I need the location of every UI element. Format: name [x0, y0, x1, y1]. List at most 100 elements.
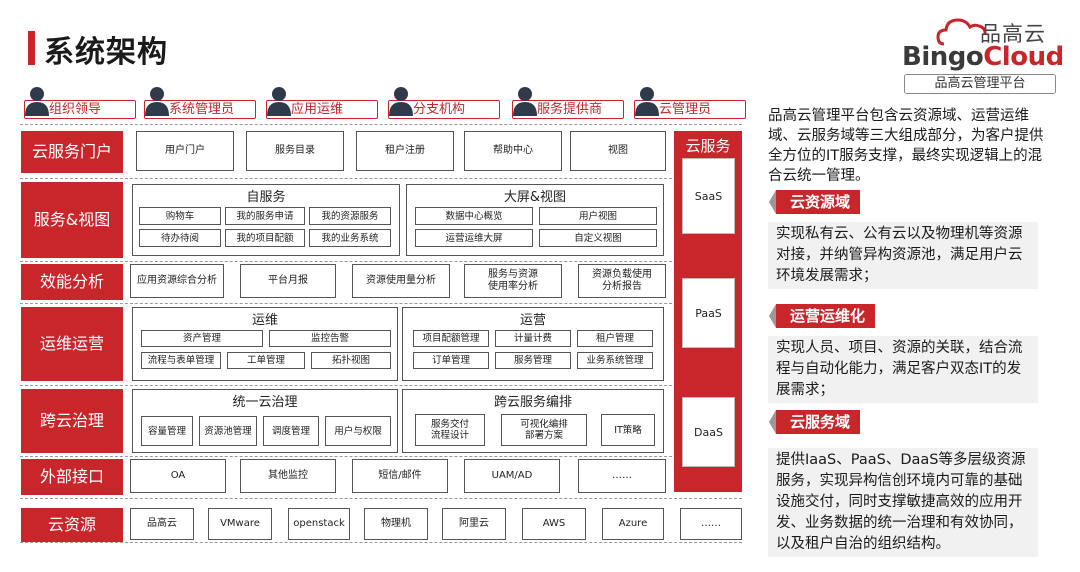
- cloud-icon: [936, 18, 987, 46]
- self-service-item: 我的业务系统: [309, 229, 391, 247]
- orchestration-item: IT策略: [601, 414, 655, 446]
- efficiency-item: 应用资源综合分析: [130, 264, 224, 298]
- efficiency-item: 资源使用量分析: [352, 264, 450, 298]
- interface-item: 其他监控: [240, 459, 336, 493]
- resource-item: 物理机: [364, 508, 428, 540]
- architecture-diagram: 云服务门户 用户门户 服务目录 租户注册 帮助中心 视图 服务&视图 自服务 购…: [18, 122, 744, 542]
- interface-item: OA: [130, 459, 226, 493]
- row-label: 外部接口: [21, 459, 123, 495]
- big-screen-item: 运营运维大屏: [415, 229, 533, 247]
- section-body: 提供IaaS、PaaS、DaaS等多层级资源服务，实现异构信创环境内可靠的基础设…: [768, 448, 1038, 557]
- portal-item: 视图: [570, 131, 666, 171]
- saas-box: SaaS: [682, 158, 735, 234]
- big-screen-group: 大屏&视图 数据中心概览 用户视图 运营运维大屏 自定义视图: [406, 184, 664, 256]
- group-title: 跨云服务编排: [493, 395, 572, 410]
- ops-item: 资产管理: [141, 330, 263, 347]
- resource-item: 阿里云: [442, 508, 506, 540]
- efficiency-item: 服务与资源 使用率分析: [464, 264, 562, 298]
- person-icon: [389, 87, 413, 116]
- orchestration-item: 服务交付 流程设计: [415, 414, 485, 446]
- ops-item: 流程与表单管理: [141, 352, 221, 369]
- operation-item: 计量计费: [495, 330, 571, 347]
- role-label: 云管理员: [659, 102, 712, 117]
- row-label: 服务&视图: [21, 182, 123, 258]
- daas-box: DaaS: [682, 397, 735, 467]
- resource-item: Azure: [602, 508, 664, 540]
- group-title: 统一云治理: [232, 395, 298, 410]
- efficiency-item: 资源负载使用 分析报告: [578, 264, 666, 298]
- row-label: 效能分析: [21, 264, 123, 300]
- person-icon: [513, 87, 537, 116]
- cloud-service-title: 云服务: [685, 137, 731, 155]
- governance-item: 调度管理: [263, 416, 319, 446]
- resource-item: openstack: [288, 508, 350, 540]
- governance-item: 资源池管理: [199, 416, 257, 446]
- intro-text: 品高云管理平台包含云资源域、运营运维域、云服务域等三大组成部分，为客户提供全方位…: [768, 108, 1044, 184]
- section-tag-cloud-resource: 云资源域: [768, 190, 861, 214]
- resource-item: VMware: [208, 508, 272, 540]
- portal-item: 租户注册: [356, 131, 454, 171]
- page-title: 系统架构: [44, 35, 168, 70]
- logo-subtitle: 品高云管理平台: [904, 74, 1056, 94]
- role-cloud-admin: 云管理员: [634, 100, 746, 119]
- row-label: 运维运营: [21, 307, 123, 381]
- bingocloud-logo: 品高云 BingoCloud 品高云管理平台: [900, 14, 1064, 96]
- resource-item: 品高云: [130, 508, 194, 540]
- logo-en-part2: Cloud: [983, 42, 1064, 72]
- unified-governance-group: 统一云治理 容量管理 资源池管理 调度管理 用户与权限: [132, 389, 398, 453]
- self-service-item: 待办待阅: [139, 229, 221, 247]
- group-title: 自服务: [246, 190, 286, 205]
- operation-item: 业务系统管理: [577, 352, 653, 369]
- section-tag-ops: 运营运维化: [768, 304, 876, 328]
- orchestration-item: 可视化编排 部署方案: [501, 414, 587, 446]
- row-label: 云服务门户: [21, 131, 123, 173]
- big-screen-item: 自定义视图: [539, 229, 657, 247]
- row-ops: 运维运营 运维 资产管理 监控告警 流程与表单管理 工单管理 拓扑视图 运营 项…: [18, 307, 668, 381]
- row-label: 云资源: [21, 508, 123, 542]
- self-service-item: 购物车: [139, 207, 221, 225]
- role-org-leader: 组织领导: [24, 100, 136, 119]
- section-tag-cloud-service: 云服务域: [768, 410, 861, 434]
- role-app-ops: 应用运维: [266, 100, 378, 119]
- person-icon: [635, 87, 659, 116]
- title-accent-bar: [28, 31, 35, 65]
- row-portal: 云服务门户 用户门户 服务目录 租户注册 帮助中心 视图: [18, 131, 668, 173]
- logo-en-text: BingoCloud: [902, 42, 1064, 72]
- separator: [20, 456, 742, 457]
- separator: [20, 542, 742, 543]
- operation-group: 运营 项目配额管理 计量计费 租户管理 订单管理 服务管理 业务系统管理: [402, 307, 664, 381]
- self-service-item: 我的项目配额: [225, 229, 305, 247]
- operation-item: 服务管理: [495, 352, 571, 369]
- separator: [20, 124, 742, 125]
- self-service-group: 自服务 购物车 我的服务申请 我的资源服务 待办待阅 我的项目配额 我的业务系统: [132, 184, 400, 256]
- efficiency-item: 平台月报: [240, 264, 336, 298]
- separator: [20, 498, 742, 499]
- ops-item: 拓扑视图: [311, 352, 391, 369]
- group-title: 大屏&视图: [503, 190, 567, 205]
- logo-en-part1: Bingo: [902, 42, 984, 72]
- resource-item: AWS: [522, 508, 586, 540]
- resource-item: ……: [680, 508, 742, 540]
- governance-item: 用户与权限: [325, 416, 391, 446]
- role-provider: 服务提供商: [512, 100, 624, 119]
- row-governance: 跨云治理 统一云治理 容量管理 资源池管理 调度管理 用户与权限 跨云服务编排 …: [18, 389, 668, 453]
- row-resources: 云资源 品高云 VMware openstack 物理机 阿里云 AWS Azu…: [18, 508, 744, 542]
- paas-box: PaaS: [682, 278, 735, 348]
- orchestration-group: 跨云服务编排 服务交付 流程设计 可视化编排 部署方案 IT策略: [402, 389, 664, 453]
- group-title: 运营: [519, 313, 546, 328]
- interface-item: 短信/邮件: [352, 459, 448, 493]
- ops-item: 监控告警: [269, 330, 391, 347]
- governance-item: 容量管理: [141, 416, 193, 446]
- cloud-service-column: 云服务 SaaS PaaS DaaS: [674, 131, 742, 492]
- person-icon: [25, 87, 49, 116]
- separator: [20, 385, 742, 386]
- row-efficiency: 效能分析 应用资源综合分析 平台月报 资源使用量分析 服务与资源 使用率分析 资…: [18, 264, 668, 300]
- person-icon: [145, 87, 169, 116]
- group-title: 运维: [251, 313, 278, 328]
- role-label: 组织领导: [49, 102, 102, 117]
- self-service-item: 我的服务申请: [225, 207, 305, 225]
- logo-cn-text: 品高云: [980, 22, 1046, 46]
- section-body: 实现人员、项目、资源的关联，结合流程与自动化能力，满足客户双态IT的发展需求；: [768, 336, 1038, 403]
- section-body: 实现私有云、公有云以及物理机等资源对接，并纳管异构资源池，满足用户云环境发展需求…: [768, 222, 1038, 289]
- row-label: 跨云治理: [21, 389, 123, 453]
